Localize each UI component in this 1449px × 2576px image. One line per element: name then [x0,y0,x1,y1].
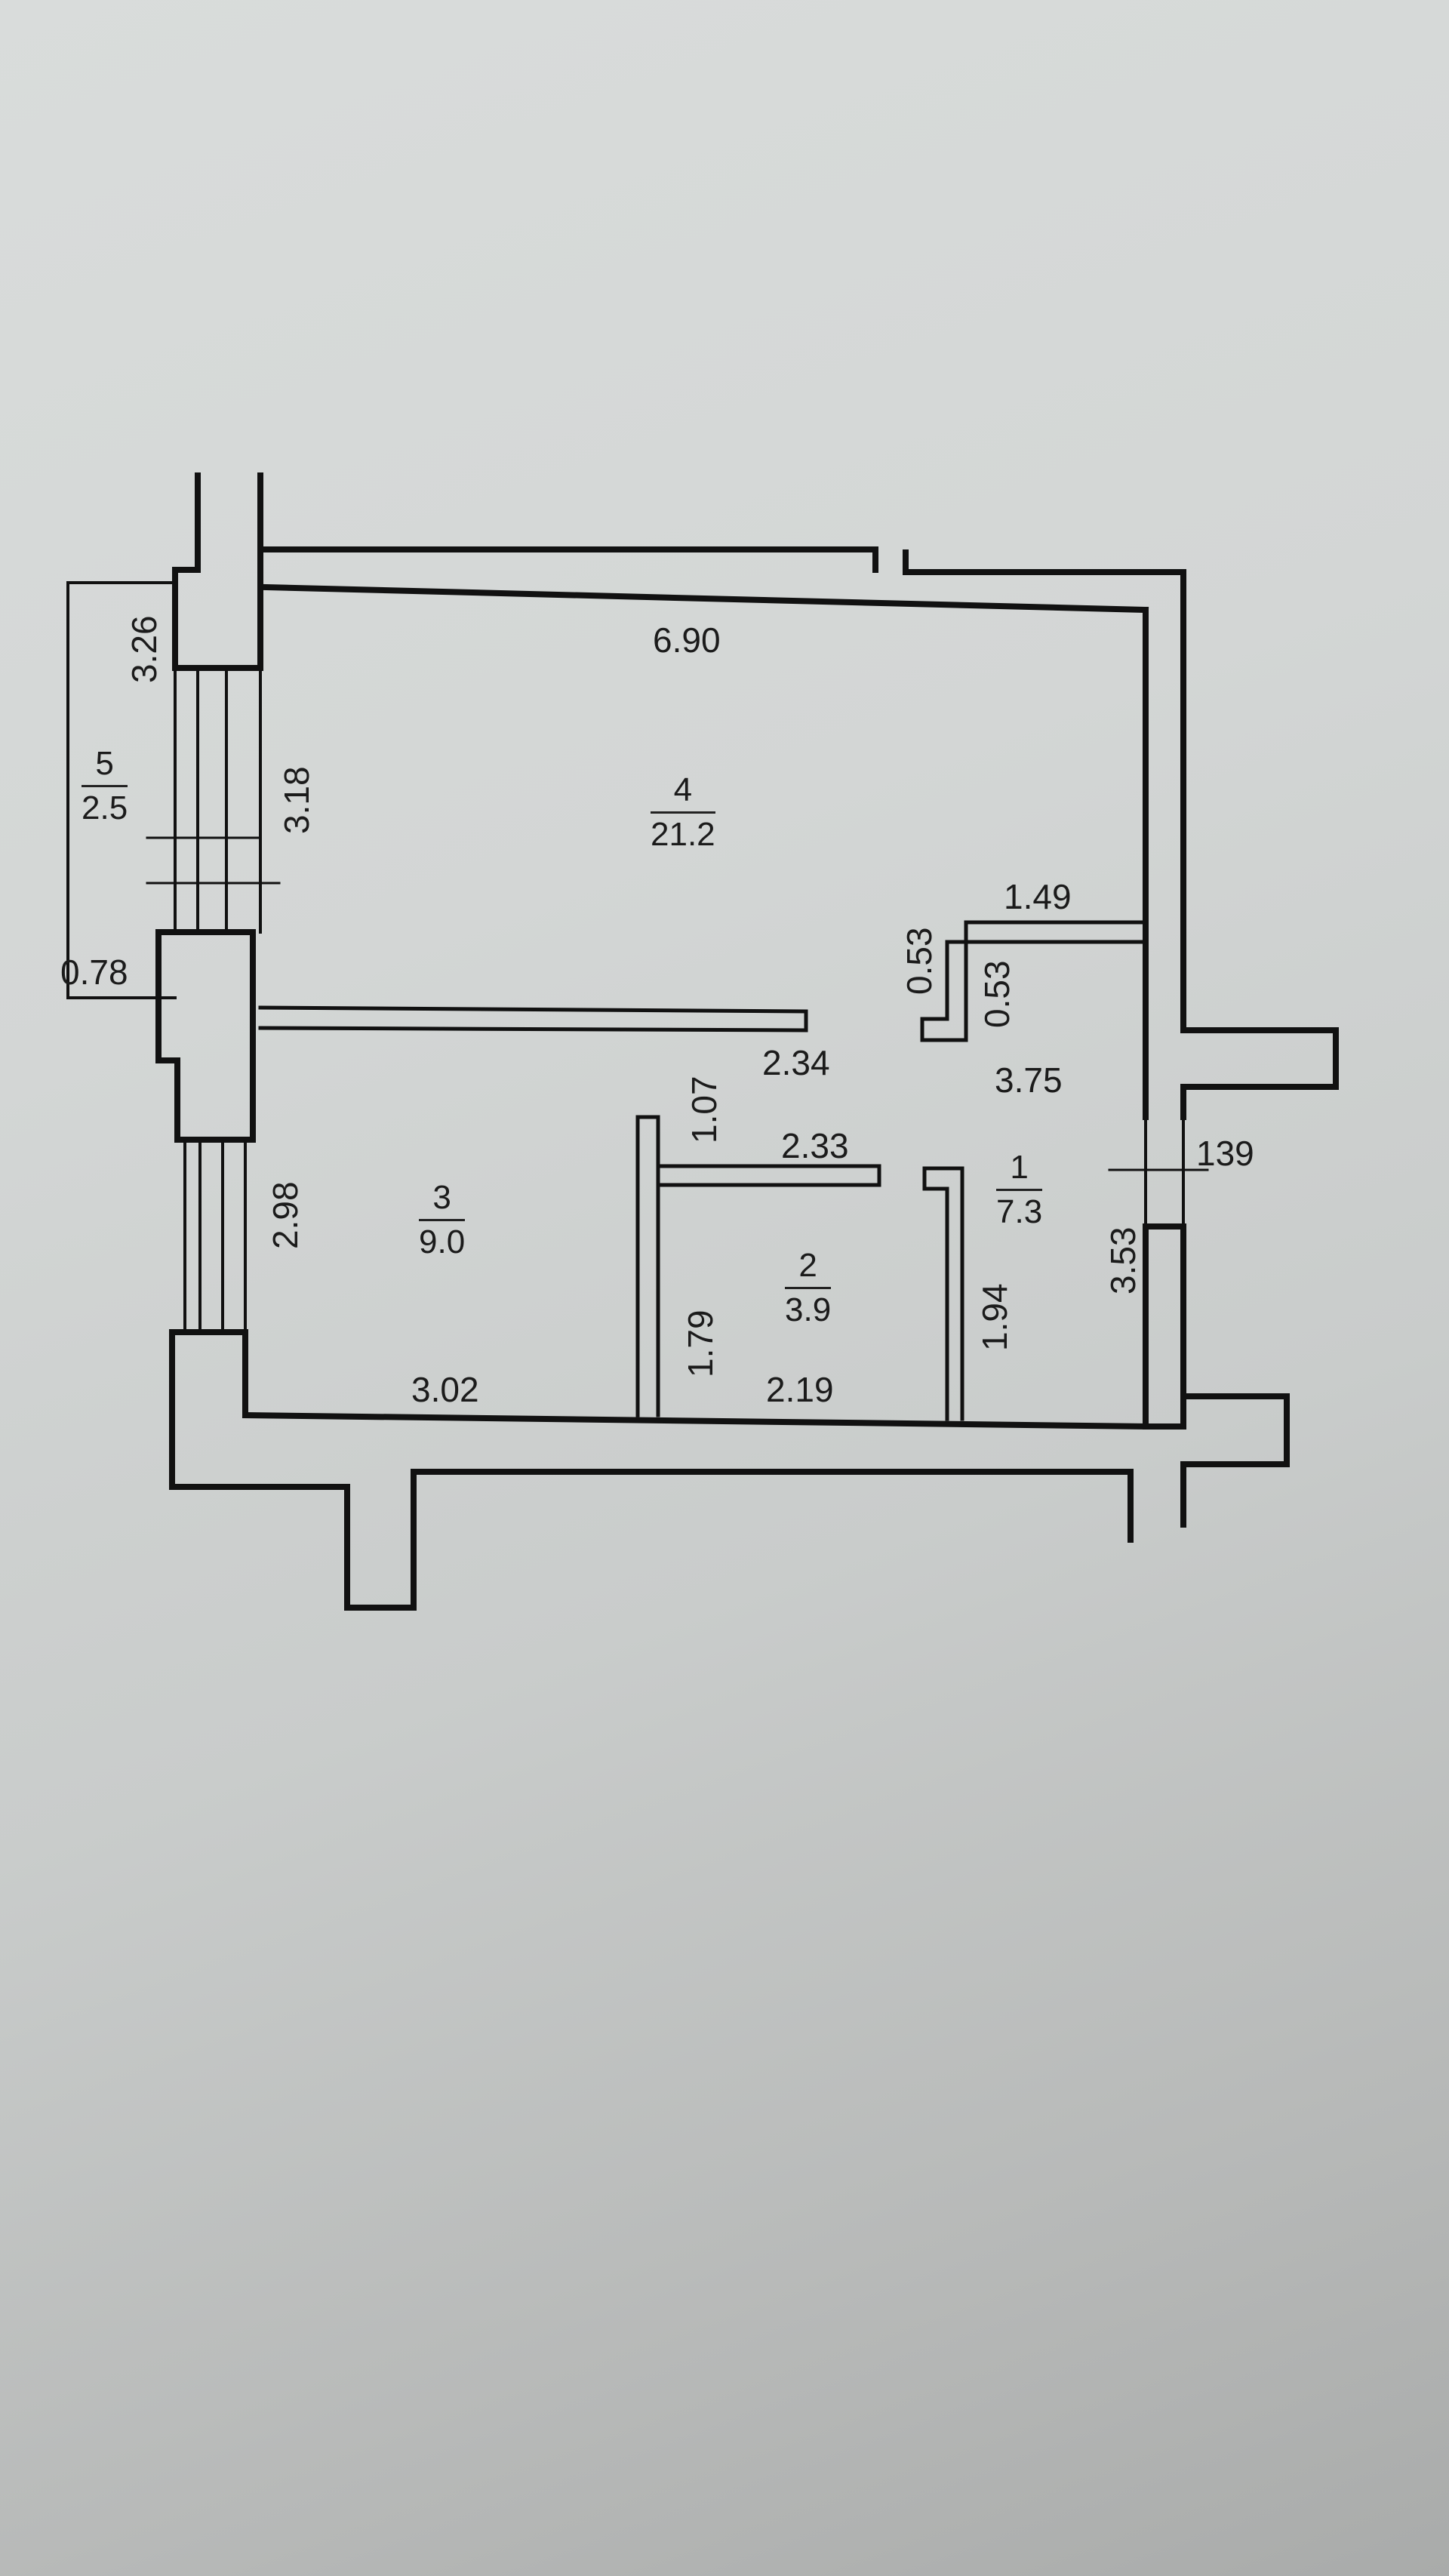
wall-right-lower [1143,1223,1186,1430]
room-4-area: 21.2 [651,816,715,853]
dim-139: 139 [1196,1134,1254,1173]
dim-1-94: 1.94 [975,1283,1014,1351]
dim-3-18: 3.18 [277,766,316,834]
shaft [920,920,1148,1042]
dim-3-02: 3.02 [411,1370,479,1409]
wall-bottom-right-ext [1180,1393,1290,1528]
room-5-number: 5 [82,747,128,787]
dim-1-07: 1.07 [685,1076,724,1143]
balcony-dim-line [146,836,281,885]
dim-3-75: 3.75 [995,1060,1063,1100]
partition-4-3 [258,1005,808,1033]
room-2-area: 3.9 [785,1291,832,1328]
room-1-area: 7.3 [996,1193,1043,1230]
dim-0-53-right: 0.53 [977,960,1017,1028]
room-2-number: 2 [785,1249,832,1289]
room-2-label: 2 3.9 [785,1249,832,1328]
room-4-number: 4 [651,774,715,814]
room-3-number: 3 [419,1181,466,1221]
window-left-lower [183,1138,247,1334]
wall-left-lower [155,929,256,1143]
dim-2-98: 2.98 [266,1181,305,1249]
dim-2-34: 2.34 [762,1043,830,1082]
room-1-label: 1 7.3 [996,1151,1043,1230]
partition-1-2 [922,1166,964,1421]
dim-0-53-left: 0.53 [900,927,939,995]
dim-2-33: 2.33 [781,1126,849,1165]
wall-bottom [242,1411,1149,1430]
partition-2-3 [635,1115,660,1417]
window-left-upper [174,666,262,934]
dim-6-90: 6.90 [653,620,721,660]
dim-0-78: 0.78 [60,953,128,992]
dim-1-79: 1.79 [681,1310,720,1377]
room-1-number: 1 [996,1151,1043,1191]
wall-top-inner [262,583,1149,614]
wall-bottom-inner-left [169,1329,248,1418]
wall-bottom-outer [169,1329,1134,1611]
room-5-label: 5 2.5 [82,747,128,825]
room-4-label: 4 21.2 [651,774,715,851]
room-3-area: 9.0 [419,1223,466,1260]
wall-top [263,546,909,575]
dim-1-49: 1.49 [1004,877,1072,916]
dim-3-26: 3.26 [125,615,164,683]
room-5-area: 2.5 [82,789,128,826]
wall-right [1143,569,1339,1120]
balcony-outline [66,581,177,999]
partition-2-top [656,1164,881,1187]
right-door [1144,1116,1185,1228]
wall-top-left-stub [172,472,263,671]
room-3-label: 3 9.0 [419,1181,466,1260]
dim-3-53: 3.53 [1103,1226,1143,1294]
dim-2-19: 2.19 [766,1370,834,1409]
